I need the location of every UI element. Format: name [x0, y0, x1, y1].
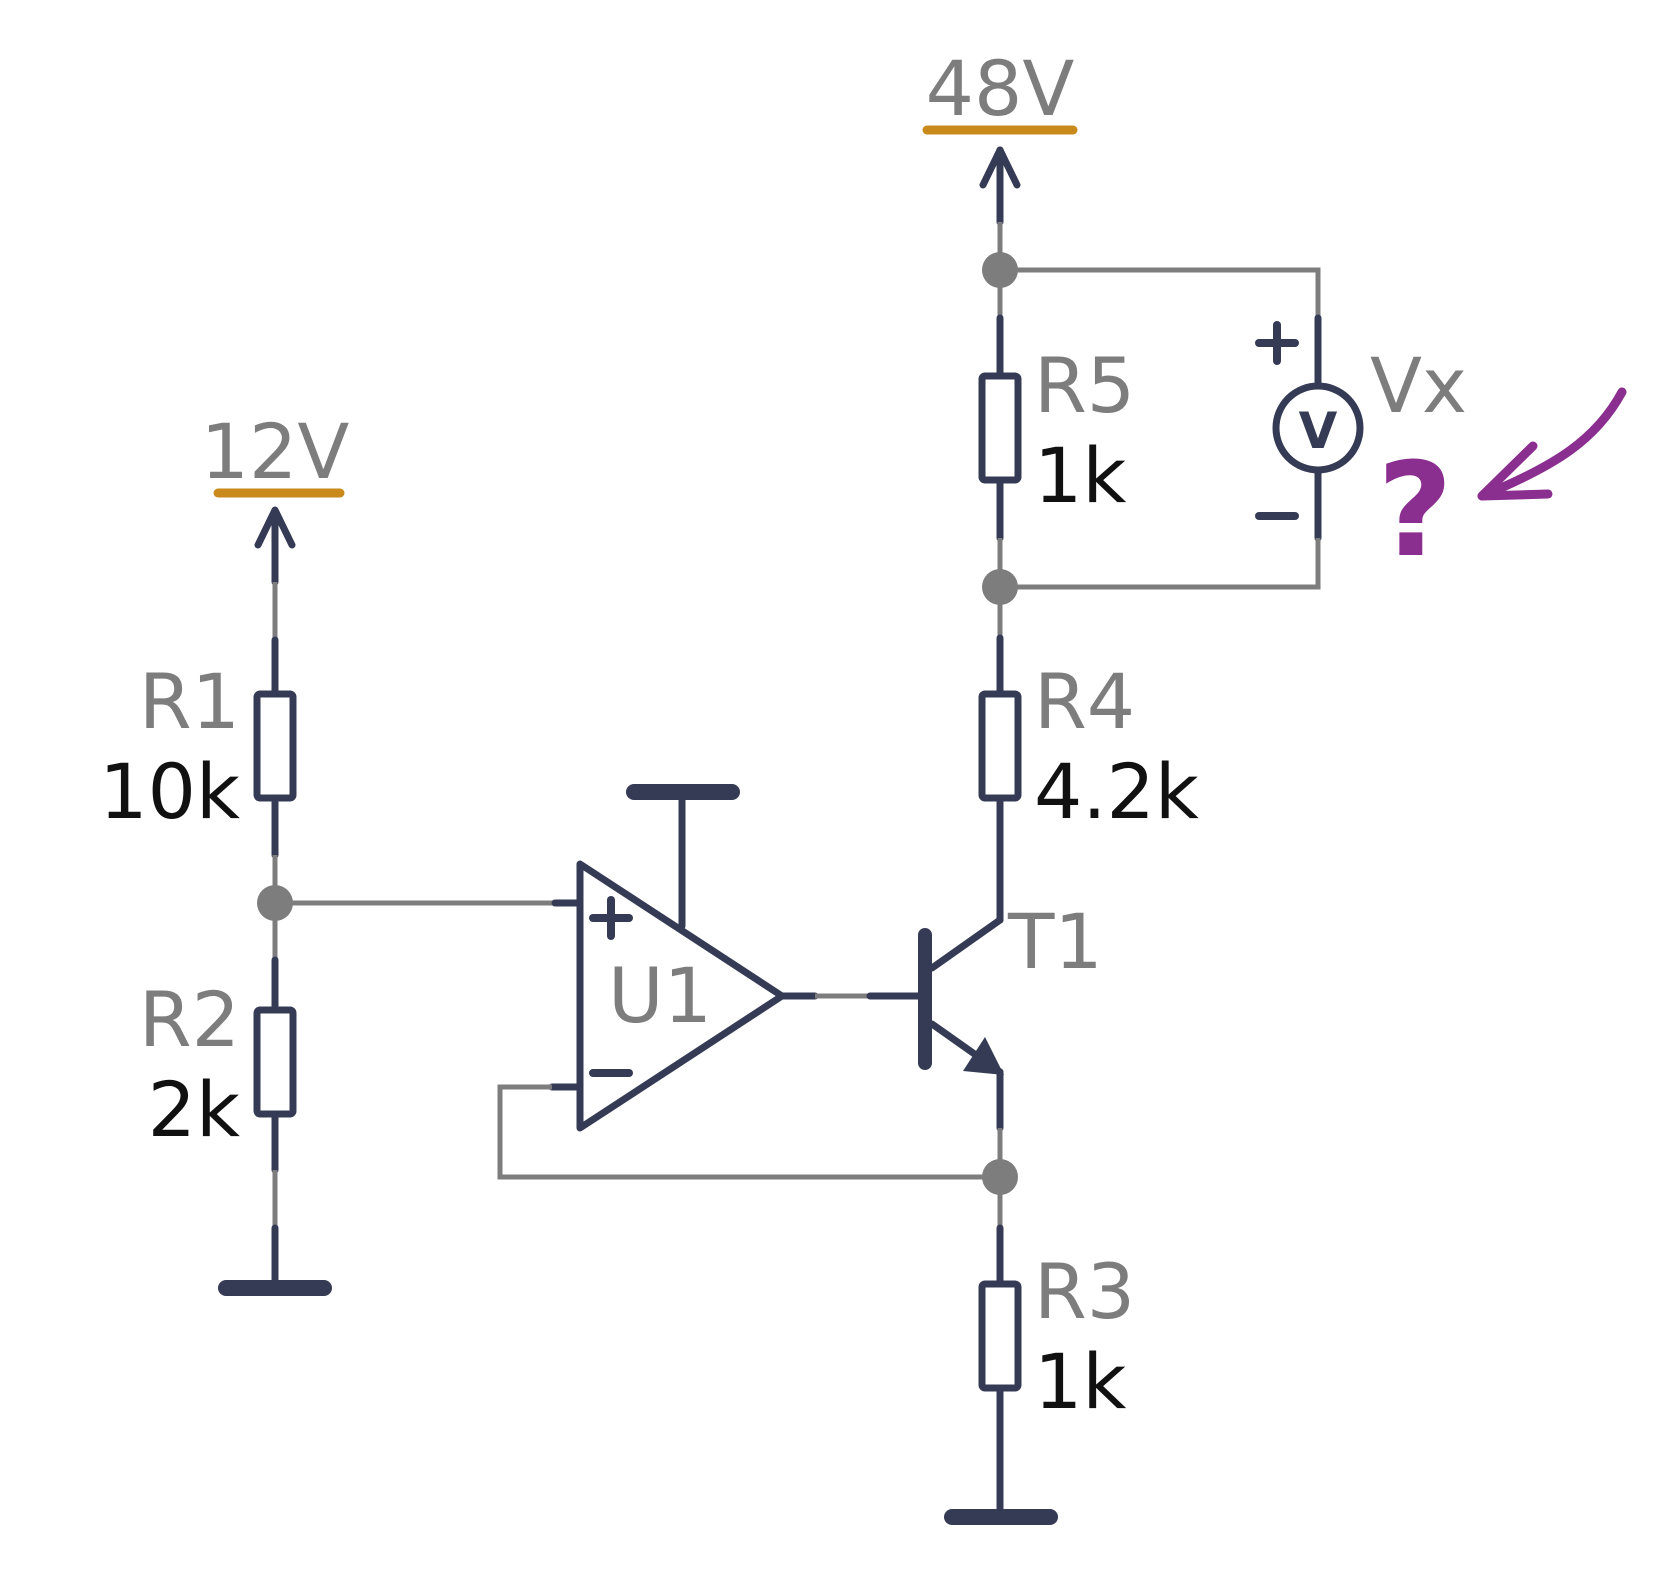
junction-emitter [982, 1159, 1018, 1195]
voltmeter-symbol: V [1299, 402, 1338, 460]
r5-name: R5 [1034, 341, 1135, 430]
resistor-r3 [978, 1280, 1022, 1392]
opamp-u1: U1 [275, 784, 1000, 1180]
r2-name: R2 [139, 975, 240, 1064]
opamp-triangle [576, 860, 786, 1132]
r1-name: R1 [139, 657, 240, 746]
supply-48v-arrow-head [979, 146, 1021, 189]
t1-name: T1 [1007, 897, 1103, 986]
divider-branch: R1 10k R2 2k [99, 582, 332, 1296]
resistor-r5 [978, 372, 1022, 484]
annotation-arrow-shaft [1477, 387, 1627, 501]
question-mark: ? [1377, 434, 1452, 586]
annotation: ? [1377, 387, 1627, 586]
wire-feedback [497, 1084, 1000, 1180]
right-branch: 48V R5 1k R4 4.2k R3 1k [922, 44, 1199, 1525]
r2-value: 2k [148, 1065, 240, 1154]
r1-value: 10k [99, 747, 240, 836]
r4-value: 4.2k [1034, 747, 1199, 836]
resistor-r4 [978, 690, 1022, 802]
t1-collector [928, 916, 1004, 972]
r4-name: R4 [1034, 657, 1135, 746]
r3-name: R3 [1034, 1247, 1135, 1336]
r5-value: 1k [1034, 431, 1126, 520]
supply-12v-arrow-head [254, 506, 296, 549]
supply-48v-label: 48V [926, 44, 1075, 133]
transistor-t1: T1 [918, 897, 1103, 1076]
voltmeter-name: Vx [1370, 341, 1467, 430]
voltmeter-vx: V Vx [1000, 267, 1467, 590]
supply-12v: 12V [201, 407, 350, 586]
annotation-arrow-head [1477, 441, 1553, 501]
r3-value: 1k [1034, 1337, 1126, 1426]
t1-emitter-arrow [963, 1037, 1004, 1075]
resistor-r2 [253, 1006, 297, 1118]
u1-name: U1 [608, 951, 712, 1040]
resistor-r1 [253, 690, 297, 802]
supply-12v-label: 12V [201, 407, 350, 496]
